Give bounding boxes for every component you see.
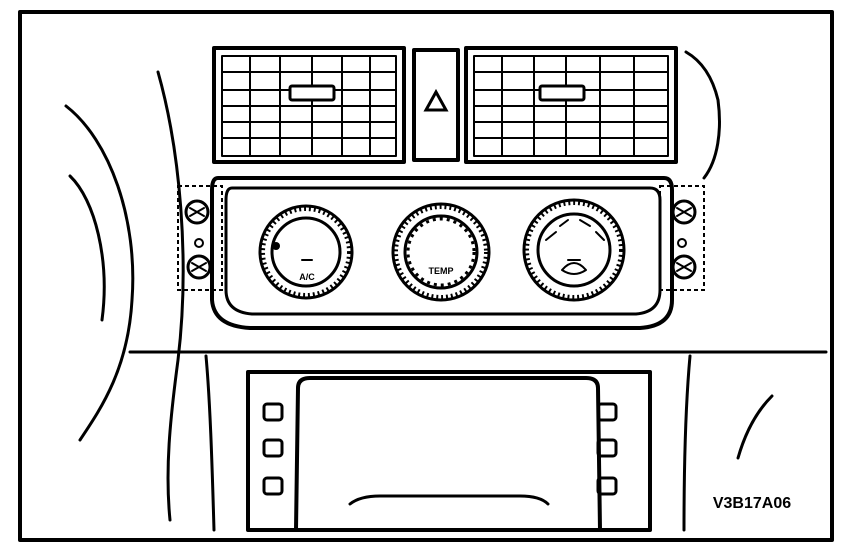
airflow-mode-knob[interactable] xyxy=(522,198,626,302)
console-buttons-left xyxy=(262,402,284,496)
right-screw-top xyxy=(671,199,697,225)
hazard-button[interactable] xyxy=(412,48,460,162)
console-button[interactable] xyxy=(596,476,618,496)
console-button[interactable] xyxy=(262,438,284,458)
console-button[interactable] xyxy=(596,438,618,458)
knob-pointer-dot xyxy=(272,242,280,250)
left-screw-top xyxy=(184,199,210,225)
ac-fan-knob[interactable]: A/C xyxy=(258,204,354,300)
right-air-vent xyxy=(464,46,678,164)
right-vent-tab[interactable] xyxy=(538,84,586,102)
console-button[interactable] xyxy=(262,476,284,496)
left-air-vent xyxy=(212,46,406,164)
left-dashed-panel xyxy=(177,185,223,291)
left-screw-bottom xyxy=(186,254,212,280)
left-vent-tab[interactable] xyxy=(288,84,336,102)
temp-label: TEMP xyxy=(428,266,453,276)
right-screw-bottom xyxy=(671,254,697,280)
climate-control-panel xyxy=(210,176,674,330)
airflow-mode-icon xyxy=(561,262,587,275)
dashboard-right-contour xyxy=(684,50,721,180)
console-button[interactable] xyxy=(262,402,284,422)
mode-tick-marks xyxy=(545,219,605,241)
temperature-knob[interactable]: TEMP xyxy=(391,202,491,302)
right-indicator-dot xyxy=(677,238,687,248)
figure-id-label: V3B17A06 xyxy=(713,495,791,512)
center-console xyxy=(204,354,692,532)
console-buttons-right xyxy=(596,402,618,496)
console-button[interactable] xyxy=(596,402,618,422)
steering-wheel-outline xyxy=(64,70,185,522)
left-indicator-dot xyxy=(194,238,204,248)
right-lower-contour xyxy=(736,394,774,460)
ac-label: A/C xyxy=(299,272,315,282)
figure-frame xyxy=(18,10,834,542)
right-dashed-panel xyxy=(659,185,705,291)
warning-triangle-icon xyxy=(423,88,449,112)
